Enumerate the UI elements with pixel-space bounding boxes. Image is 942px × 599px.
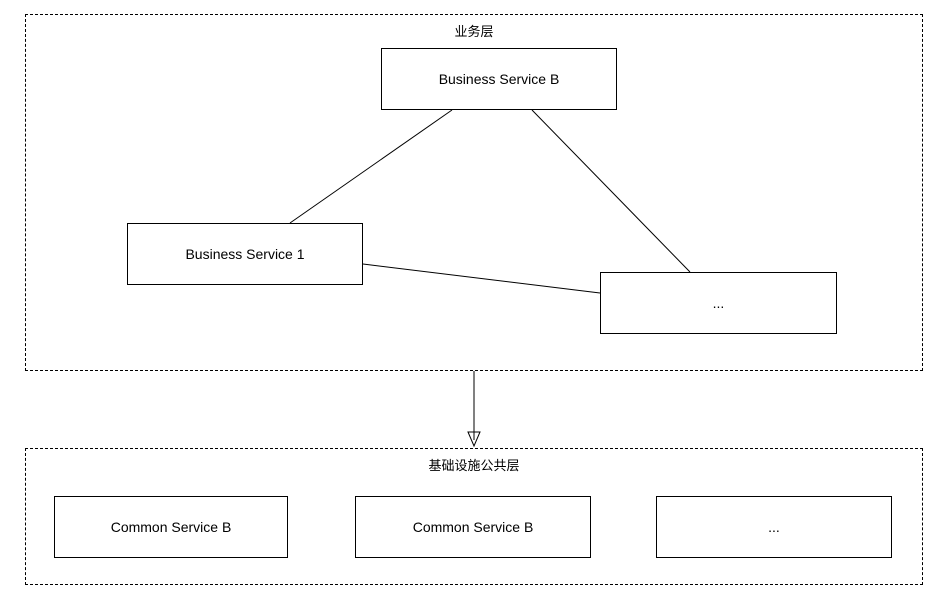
layer-container-infrastructure: 基础设施公共层 bbox=[25, 448, 923, 585]
node-business-service-1[interactable]: Business Service 1 bbox=[127, 223, 363, 285]
node-label-common-service-b-1: Common Service B bbox=[110, 519, 232, 535]
node-label-common-service-b-2: Common Service B bbox=[412, 519, 534, 535]
node-common-service-b-2[interactable]: Common Service B bbox=[355, 496, 591, 558]
layer-title-infrastructure: 基础设施公共层 bbox=[428, 458, 520, 473]
node-label-business-service-1: Business Service 1 bbox=[185, 246, 305, 262]
layer-container-business: 业务层 bbox=[25, 14, 923, 371]
layer-title-business: 业务层 bbox=[454, 24, 494, 39]
node-label-business-service-b: Business Service B bbox=[438, 71, 560, 87]
node-common-service-more[interactable]: ... bbox=[656, 496, 892, 558]
node-business-service-more[interactable]: ... bbox=[600, 272, 837, 334]
connector-layer-arrow-head bbox=[467, 431, 481, 448]
node-label-common-service-more: ... bbox=[768, 519, 780, 535]
node-label-business-service-more: ... bbox=[712, 295, 725, 311]
node-business-service-b[interactable]: Business Service B bbox=[381, 48, 617, 110]
node-common-service-b-1[interactable]: Common Service B bbox=[54, 496, 288, 558]
